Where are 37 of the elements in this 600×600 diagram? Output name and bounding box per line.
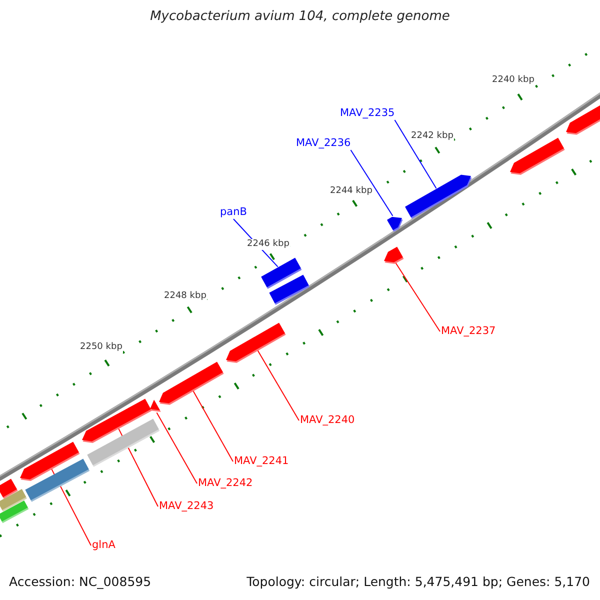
tick-label: 2240 kbp [491, 75, 536, 86]
leader-line [156, 412, 198, 484]
leader-line [394, 120, 437, 189]
gene-feature [386, 216, 403, 232]
gene-feature [87, 418, 160, 467]
gene-feature [405, 174, 472, 219]
leader-line [350, 150, 394, 216]
gene-feature [510, 138, 565, 175]
title: Mycobacterium avium 104, complete genome [150, 9, 450, 24]
leader-line [256, 349, 300, 421]
gene-label: MAV_2236 [296, 137, 351, 150]
tick-label: 2248 kbp [163, 291, 208, 302]
gene-feature [159, 362, 224, 405]
accession-text: Accession: NC_008595 [9, 574, 152, 589]
gene-feature [150, 400, 161, 412]
leader-line [192, 390, 234, 462]
gene-label: MAV_2240 [300, 414, 355, 427]
gene-feature [25, 458, 90, 502]
tick-label: 2242 kbp [410, 131, 454, 142]
tick-label: 2250 kbp [79, 342, 124, 353]
genome-info: Topology: circular; Length: 5,475,491 bp; Genes: 5,170 [246, 574, 590, 589]
gene-feature [269, 274, 310, 305]
gene-label: MAV_2235 [340, 107, 395, 120]
gene-label: glnA [92, 539, 116, 552]
leader-line [394, 262, 440, 332]
gene-label: MAV_2242 [198, 477, 253, 490]
gene-feature [0, 500, 29, 524]
gene-label: MAV_2241 [234, 455, 289, 468]
gene-feature [226, 322, 286, 363]
tick-label: 2244 kbp [329, 186, 374, 197]
leader-line [118, 427, 158, 507]
gene-label: MAV_2237 [441, 325, 496, 338]
gene-label: MAV_2243 [159, 500, 214, 513]
gene-feature [566, 104, 600, 135]
gene-feature [384, 246, 404, 264]
gene-label: panB [220, 206, 247, 219]
tick-label: 2246 kbp [246, 239, 290, 250]
